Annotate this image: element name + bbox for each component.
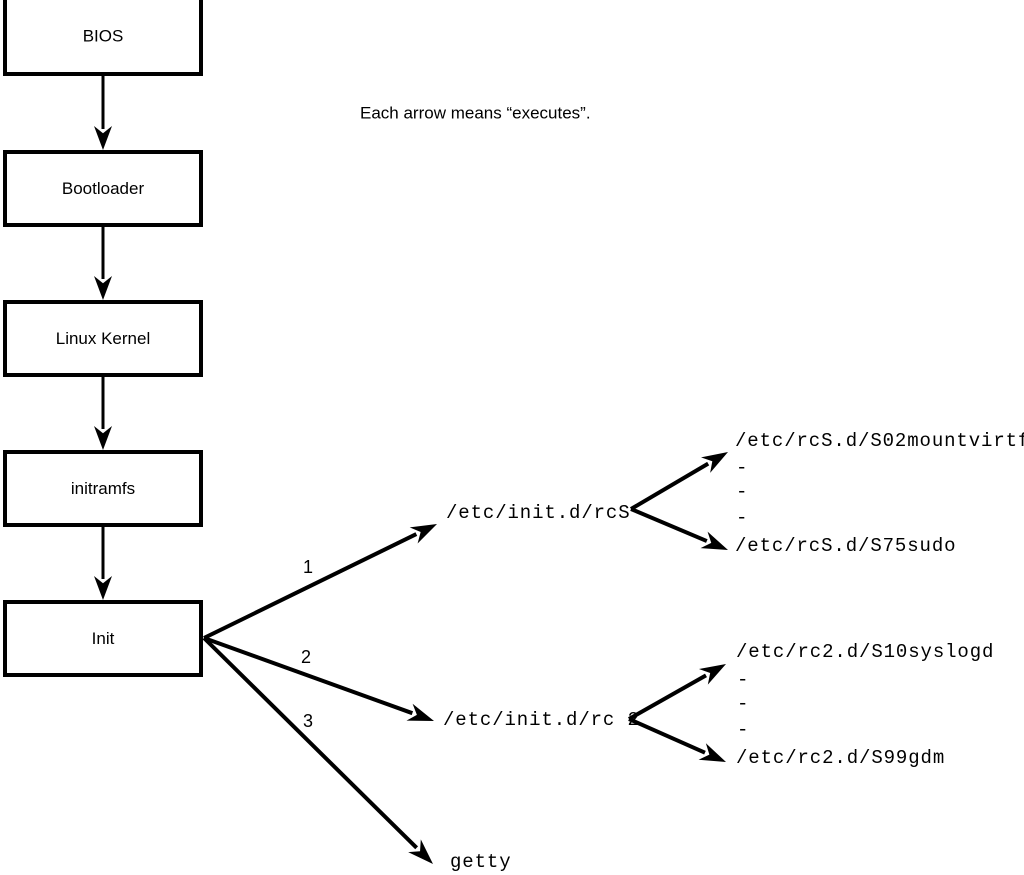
node-initramfs-label: initramfs bbox=[71, 479, 135, 498]
rcs-group-last-script: /etc/rcS.d/S75sudo bbox=[735, 535, 956, 557]
rc2-edge-top-head bbox=[698, 664, 726, 685]
rcs-edge-top bbox=[629, 452, 728, 511]
init-edge-group bbox=[202, 524, 437, 864]
node-init-label: Init bbox=[92, 629, 115, 648]
rcs-group-ellipsis-dash: - bbox=[736, 507, 747, 529]
bootloader-to-kernel bbox=[94, 227, 112, 300]
rc2-group-first-script: /etc/rc2.d/S10syslogd bbox=[736, 641, 994, 663]
node-init-box[interactable] bbox=[3, 600, 203, 677]
node-initramfs-box[interactable] bbox=[3, 450, 203, 527]
rcs-edge-top-head bbox=[701, 452, 728, 473]
init-edge-2 bbox=[203, 636, 434, 721]
init-edge-1 bbox=[203, 524, 437, 640]
kernel-to-initramfs bbox=[94, 377, 112, 450]
rcs-group-first-script: /etc/rcS.d/S02mountvirtfs bbox=[735, 430, 1024, 452]
initramfs-to-init-head bbox=[94, 576, 112, 600]
rc2-group-ellipsis-dash: - bbox=[737, 669, 748, 691]
node-bootloader[interactable]: Bootloader bbox=[3, 150, 203, 227]
rcs-group-ellipsis-dash: - bbox=[736, 457, 747, 479]
init-edge-3-head bbox=[408, 839, 433, 864]
target-getty-label: getty bbox=[450, 851, 512, 873]
rcs-group-ellipsis-dash: - bbox=[736, 481, 747, 503]
rc2-edge-top-shaft bbox=[628, 673, 707, 721]
node-kernel[interactable]: Linux Kernel bbox=[3, 300, 203, 377]
node-bootloader-box[interactable] bbox=[3, 150, 203, 227]
node-kernel-box[interactable] bbox=[3, 300, 203, 377]
init-edge-3-shaft bbox=[202, 636, 419, 850]
node-bootloader-label: Bootloader bbox=[62, 179, 145, 198]
bios-to-bootloader-head bbox=[94, 126, 112, 150]
rc2-edge-bottom bbox=[628, 717, 726, 762]
node-bios-label: BIOS bbox=[83, 26, 124, 45]
init-edge-1-shaft bbox=[203, 532, 418, 640]
rcs-edge-top-shaft bbox=[629, 461, 710, 511]
bootloader-to-kernel-head bbox=[94, 276, 112, 300]
service-edge-group bbox=[628, 452, 728, 762]
init-edge-2-head bbox=[406, 703, 434, 721]
text-label-group: Each arrow means “executes”. 1 2 3/etc/init… bbox=[301, 103, 1024, 873]
edge-number-2: 2 bbox=[301, 647, 311, 667]
node-kernel-label: Linux Kernel bbox=[56, 329, 151, 348]
rc2-group-ellipsis-dash: - bbox=[737, 719, 748, 741]
rc2-edge-top bbox=[628, 664, 726, 721]
node-bios[interactable]: BIOS bbox=[3, 0, 203, 76]
node-init[interactable]: Init bbox=[3, 600, 203, 677]
init-edge-3 bbox=[202, 636, 433, 864]
node-bios-box[interactable] bbox=[3, 0, 203, 76]
kernel-to-initramfs-head bbox=[94, 426, 112, 450]
rcs-edge-bottom-head bbox=[700, 531, 728, 550]
rcs-edge-bottom bbox=[630, 507, 728, 550]
edge-number-3: 3 bbox=[303, 711, 313, 731]
initramfs-to-init bbox=[94, 527, 112, 600]
diagram-caption: Each arrow means “executes”. bbox=[360, 103, 591, 122]
edge-number-1: 1 bbox=[303, 557, 313, 577]
bios-to-bootloader bbox=[94, 76, 112, 150]
target-rcs-label: /etc/init.d/rcS bbox=[446, 502, 631, 524]
init-edge-2-shaft bbox=[203, 636, 414, 716]
node-initramfs[interactable]: initramfs bbox=[3, 450, 203, 527]
vertical-edge-group bbox=[94, 76, 112, 600]
rc2-edge-bottom-shaft bbox=[628, 717, 706, 755]
rc2-group-last-script: /etc/rc2.d/S99gdm bbox=[736, 747, 945, 769]
target-rc2-label: /etc/init.d/rc 2 bbox=[443, 709, 640, 731]
rcs-edge-bottom-shaft bbox=[630, 507, 708, 543]
rc2-group-ellipsis-dash: - bbox=[737, 693, 748, 715]
init-edge-1-head bbox=[409, 524, 437, 544]
rc2-edge-bottom-head bbox=[698, 743, 726, 762]
